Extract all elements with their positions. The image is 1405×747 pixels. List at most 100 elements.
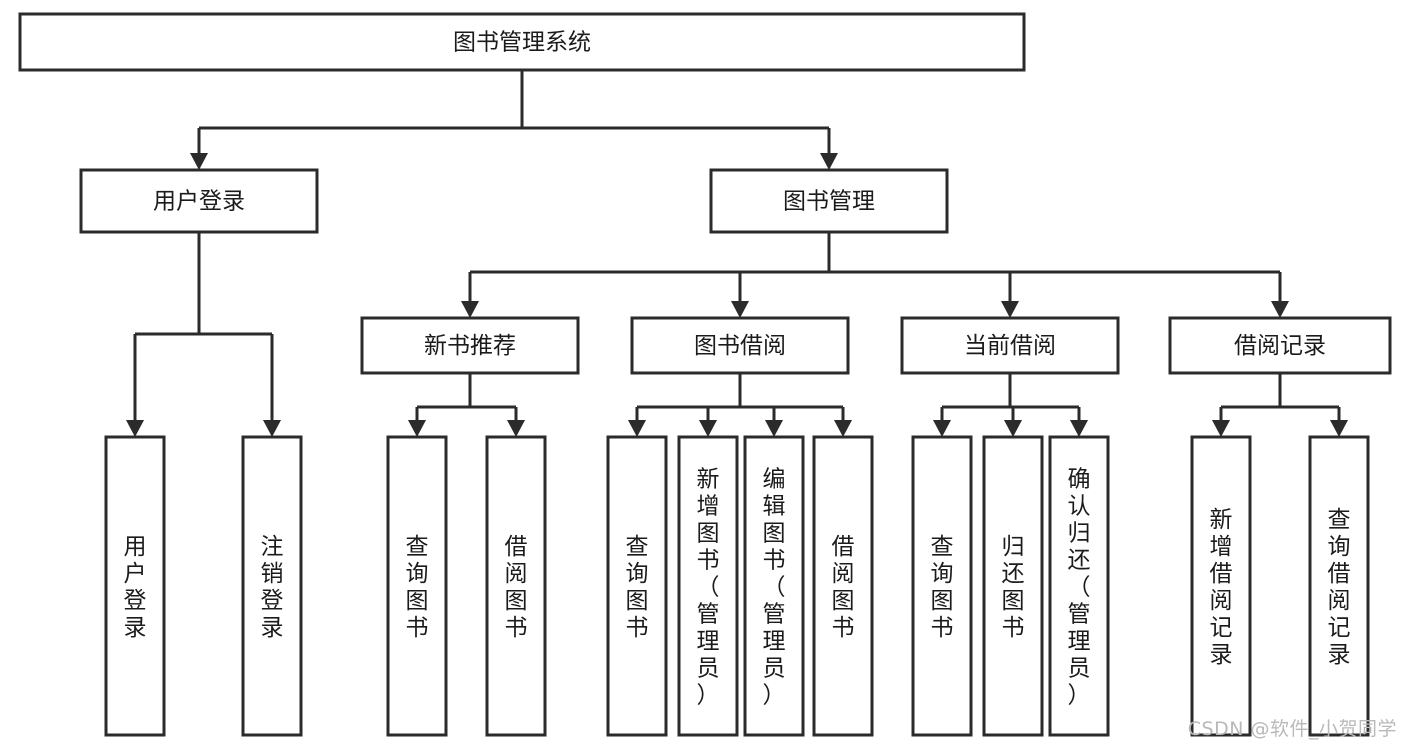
node-leaf-5-box[interactable] [677, 435, 739, 737]
node-leaf-7-label-char: 借 [832, 534, 855, 560]
arrow-head [126, 420, 144, 437]
node-leaf-2-box[interactable] [386, 435, 448, 737]
node-leaf-10-label-char: 还 [1068, 548, 1091, 574]
node-leaf-7-box[interactable] [812, 435, 874, 737]
node-level2-1-label: 图书借阅 [694, 333, 786, 359]
node-level2-1[interactable]: 图书借阅 [630, 316, 850, 375]
node-level2-2-label: 当前借阅 [964, 333, 1056, 359]
node-level2-2-box[interactable] [900, 316, 1120, 375]
node-leaf-12-label-char: 查 [1328, 507, 1351, 533]
node-leaf-5-label-char: 图 [697, 521, 720, 547]
node-leaf-8-label-char: 书 [931, 615, 954, 641]
arrow-head [408, 420, 426, 437]
node-leaf-0-label-char: 登 [124, 588, 147, 614]
node-leaf-2-label-char: 书 [406, 615, 429, 641]
node-level2-0-box[interactable] [360, 316, 580, 375]
node-leaf-3-box[interactable] [485, 435, 547, 737]
arrow-head [190, 153, 208, 170]
node-root-图书管理系统[interactable]: 图书管理系统 [18, 12, 1026, 72]
arrow-head [1330, 420, 1348, 437]
node-level2-2[interactable]: 当前借阅 [900, 316, 1120, 375]
node-leaf-10-label-char: 认 [1068, 494, 1091, 520]
node-leaf-5-label-char: 管 [697, 602, 720, 628]
node-leaf-0[interactable]: 用户登录 [104, 435, 166, 737]
node-leaf-10-label-char: 归 [1068, 521, 1091, 547]
node-leaf-5-label-char: ） [697, 683, 720, 709]
node-level1-0-label: 用户登录 [153, 189, 245, 215]
node-leaf-5-label-char: （ [697, 575, 720, 601]
node-leaf-10-label-char: （ [1068, 575, 1091, 601]
node-level1-0[interactable]: 用户登录 [79, 168, 319, 234]
node-level2-0[interactable]: 新书推荐 [360, 316, 580, 375]
node-leaf-9-label-char: 归 [1002, 534, 1025, 560]
node-level1-1[interactable]: 图书管理 [709, 168, 949, 234]
node-level1-1-box[interactable] [709, 168, 949, 234]
connector-edges [126, 70, 1348, 437]
node-leaf-2-label-char: 图 [406, 588, 429, 614]
node-leaf-4-box[interactable] [606, 435, 668, 737]
node-level2-3-box[interactable] [1168, 316, 1392, 375]
node-leaf-8-box[interactable] [911, 435, 973, 737]
arrow-head [820, 153, 838, 170]
node-level2-1-box[interactable] [630, 316, 850, 375]
node-leaf-3-label-char: 借 [505, 534, 528, 560]
node-leaf-4-label-char: 查 [626, 534, 649, 560]
node-leaf-1-label-char: 录 [261, 615, 284, 641]
node-leaf-6-label-char: （ [763, 575, 786, 601]
node-leaf-1-box[interactable] [241, 435, 303, 737]
node-leaf-3-label-char: 阅 [505, 561, 528, 587]
arrow-head [834, 420, 852, 437]
node-leaf-11-label-char: 录 [1210, 642, 1233, 668]
node-leaf-11-label-char: 借 [1210, 561, 1233, 587]
arrow-head [461, 301, 479, 318]
node-leaf-0-box[interactable] [104, 435, 166, 737]
arrow-head [1212, 420, 1230, 437]
node-leaf-11-label-char: 新 [1210, 507, 1233, 533]
node-leaf-3-label-char: 图 [505, 588, 528, 614]
node-leaf-0-label-char: 户 [124, 561, 147, 587]
node-leaf-11-label-char: 增 [1210, 534, 1233, 560]
node-leaf-6-label-char: 理 [763, 629, 786, 655]
node-leaf-9-label-char: 还 [1002, 561, 1025, 587]
node-leaf-2-label-char: 查 [406, 534, 429, 560]
node-leaf-5-label-char: 书 [697, 548, 720, 574]
node-leaf-6-label-char: 管 [763, 602, 786, 628]
node-leaf-2-label-char: 询 [406, 561, 429, 587]
node-leaf-9-box[interactable] [982, 435, 1044, 737]
node-level2-3-label: 借阅记录 [1234, 333, 1326, 359]
node-level2-3[interactable]: 借阅记录 [1168, 316, 1392, 375]
arrow-head [628, 420, 646, 437]
node-leaf-10-box[interactable] [1048, 435, 1110, 737]
node-leaf-6-box[interactable] [743, 435, 805, 737]
node-leaf-8-label-char: 查 [931, 534, 954, 560]
node-leaf-0-label-char: 录 [124, 615, 147, 641]
node-leaf-10-label-char: ） [1068, 683, 1091, 709]
node-level2-0-label: 新书推荐 [424, 333, 516, 359]
node-leaf-8-label-char: 询 [931, 561, 954, 587]
node-leaf-12-box[interactable] [1308, 435, 1370, 737]
node-leaf-11-box[interactable] [1190, 435, 1252, 737]
node-leaf-3-label-char: 书 [505, 615, 528, 641]
node-leaf-10-label-char: 理 [1068, 629, 1091, 655]
arrow-head [699, 420, 717, 437]
node-leaf-4-label-char: 询 [626, 561, 649, 587]
node-leaf-5-label-char: 员 [697, 656, 720, 682]
node-leaf-7-label-char: 阅 [832, 561, 855, 587]
node-root-图书管理系统-box[interactable] [18, 12, 1026, 72]
node-level1-0-box[interactable] [79, 168, 319, 234]
node-leaf-0-label-char: 用 [124, 534, 147, 560]
node-leaf-12-label-char: 阅 [1328, 588, 1351, 614]
node-leaf-6-label-char: 图 [763, 521, 786, 547]
